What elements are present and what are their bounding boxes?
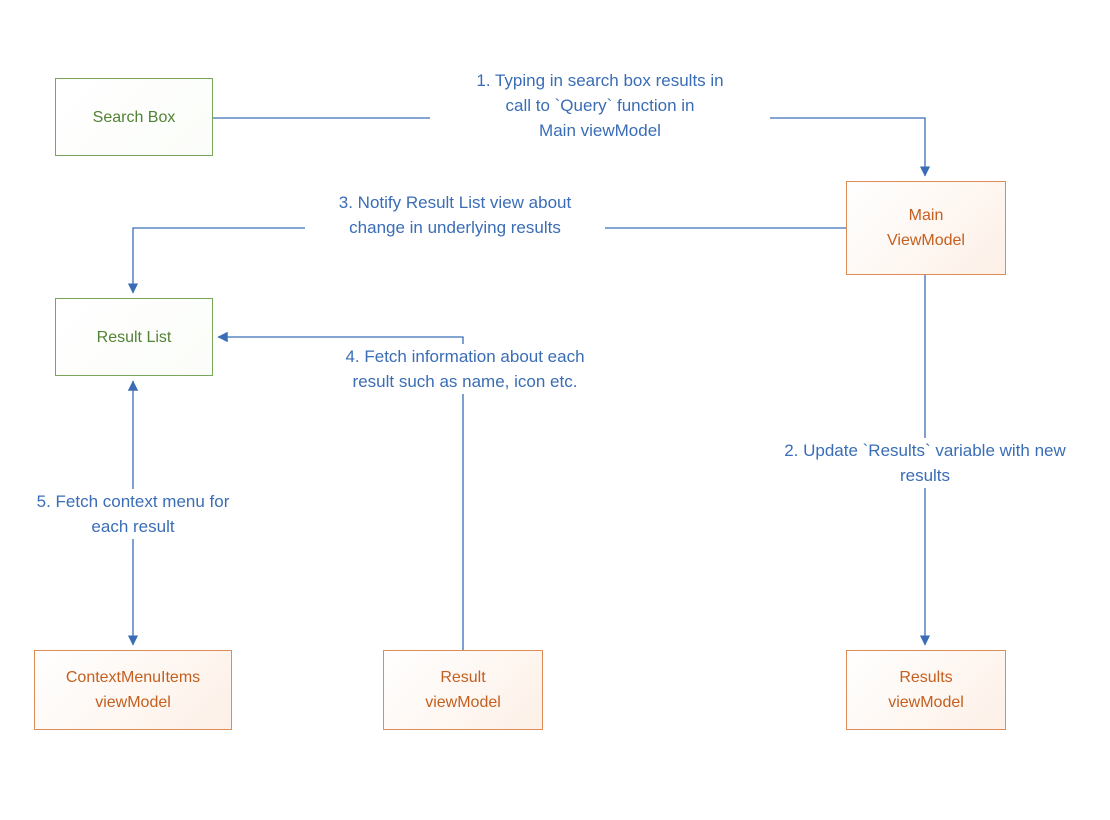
annotation-step4: 4. Fetch information about each result s… — [315, 344, 615, 394]
annotation-step5: 5. Fetch context menu for each result — [18, 489, 248, 539]
annotation-step3: 3. Notify Result List view about change … — [305, 190, 605, 240]
annotation-step1: 1. Typing in search box results in call … — [430, 68, 770, 143]
node-result-viewmodel: Result viewModel — [383, 650, 543, 730]
node-results-viewmodel: Results viewModel — [846, 650, 1006, 730]
node-result-list: Result List — [55, 298, 213, 376]
node-main-viewmodel: Main ViewModel — [846, 181, 1006, 275]
node-contextmenuitems-viewmodel: ContextMenuItems viewModel — [34, 650, 232, 730]
annotation-step2: 2. Update `Results` variable with new re… — [765, 438, 1085, 488]
node-search-box: Search Box — [55, 78, 213, 156]
